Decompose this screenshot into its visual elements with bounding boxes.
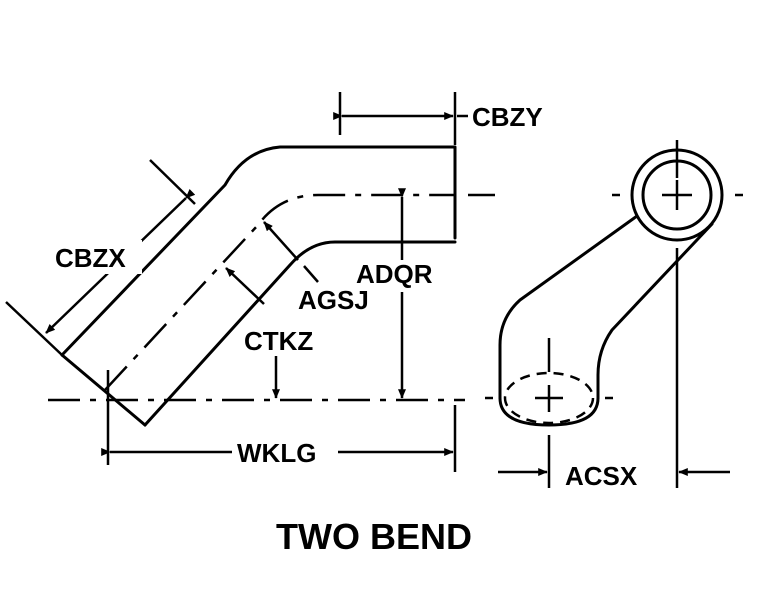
cbzx-dimension: CBZX	[5, 159, 196, 356]
figure-caption: TWO BEND	[276, 516, 472, 557]
agsj-dimension: AGSJ	[263, 221, 369, 315]
wklg-label: WKLG	[237, 438, 316, 468]
wklg-dimension: WKLG	[101, 370, 457, 472]
ctkz-dimension: CTKZ	[225, 267, 313, 399]
cbzy-label: CBZY	[472, 102, 543, 132]
tube-centerline	[104, 193, 455, 391]
cbzy-dimension: CBZY	[333, 92, 543, 145]
tube-side-outline	[60, 145, 457, 427]
adqr-dimension: ADQR	[356, 188, 433, 399]
acsx-label: ACSX	[565, 461, 638, 491]
agsj-label: AGSJ	[298, 285, 369, 315]
cbzx-label: CBZX	[55, 243, 126, 273]
ctkz-label: CTKZ	[244, 326, 313, 356]
acsx-dimension: ACSX	[498, 461, 730, 491]
tube-end-view	[485, 140, 743, 488]
adqr-label: ADQR	[356, 259, 433, 289]
